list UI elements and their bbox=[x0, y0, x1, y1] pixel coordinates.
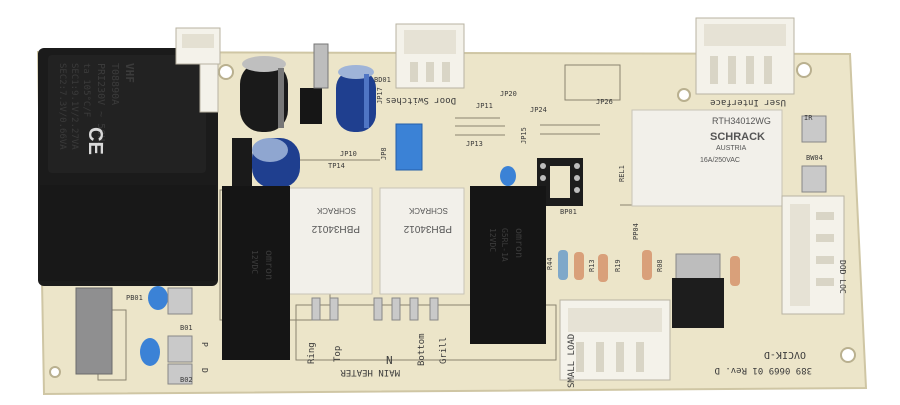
mounting-hole bbox=[840, 347, 856, 363]
mounting-hole bbox=[796, 62, 812, 78]
label-jp24: JP24 bbox=[530, 106, 547, 114]
label-jp17: JP17 bbox=[376, 87, 384, 104]
relay-white-1-brand: SCHRACK bbox=[316, 206, 356, 215]
spade-terminal bbox=[167, 287, 193, 315]
relay-black-2: omron G5RL-1A 12VDC bbox=[470, 186, 546, 344]
label-bw04: BW04 bbox=[806, 154, 823, 162]
capacitor-large bbox=[240, 56, 288, 132]
relay-white-2-brand: SCHRACK bbox=[408, 206, 448, 215]
transformer-brand: VHF bbox=[123, 63, 136, 83]
relay-black-1: omron 12VDC bbox=[222, 186, 290, 360]
label-ir: IR bbox=[804, 114, 813, 122]
label-ring-p: P bbox=[200, 342, 209, 347]
transformer-sec2: SEC2:7.3V/0.66VA bbox=[57, 63, 67, 150]
power-transistor bbox=[672, 253, 724, 328]
transformer-temp: ta 105°C/F bbox=[81, 63, 91, 117]
transformer: VHF T08890A PRI230V ~ 50Hz ta 105°C/F SE… bbox=[38, 48, 218, 286]
mounting-hole bbox=[49, 366, 61, 378]
resistor-group bbox=[558, 250, 740, 286]
label-pp04: PP04 bbox=[632, 223, 640, 240]
mounting-hole bbox=[677, 88, 691, 102]
relay-black-1-brand: omron bbox=[263, 250, 274, 280]
door-switch-connector bbox=[395, 23, 465, 89]
label-jp8: JP8 bbox=[380, 147, 388, 160]
capacitor-blue-1 bbox=[336, 65, 376, 132]
user-interface-connector bbox=[695, 17, 795, 95]
transformer-part: T08890A bbox=[109, 63, 120, 105]
blue-ceramic-cap bbox=[500, 166, 516, 186]
spade-terminal bbox=[801, 165, 827, 193]
resistor-r44: R44 bbox=[546, 257, 554, 270]
label-bottom: Bottom bbox=[417, 333, 427, 366]
label-bp01: BP01 bbox=[560, 208, 577, 216]
mounting-hole bbox=[218, 64, 234, 80]
label-rel1: REL1 bbox=[618, 165, 626, 182]
blue-ceramic-cap bbox=[140, 338, 160, 366]
relay-black-2-model: G5RL-1A bbox=[500, 228, 509, 262]
transformer-primary: PRI230V ~ 50Hz bbox=[95, 63, 106, 147]
label-ring: Ring bbox=[307, 342, 317, 364]
resistor-r13: R13 bbox=[588, 259, 596, 272]
label-pb01: PB01 bbox=[126, 294, 143, 302]
label-jp20: JP20 bbox=[500, 90, 517, 98]
relay-black-2-coil: 12VDC bbox=[488, 228, 497, 252]
relay-large: RTH34012WG SCHRACK AUSTRIA 16A/250VAC bbox=[631, 109, 783, 207]
side-connector bbox=[781, 195, 845, 315]
black-part bbox=[232, 138, 252, 186]
label-jp10: JP10 bbox=[340, 150, 357, 158]
label-user-interface: User Interface bbox=[710, 97, 786, 107]
ce-mark: CE bbox=[84, 127, 106, 155]
top-connector bbox=[175, 27, 221, 113]
relay-black-1-coil: 12VDC bbox=[250, 250, 259, 274]
resistor-r19: R19 bbox=[614, 259, 622, 272]
label-b01: B01 bbox=[180, 324, 193, 332]
relay-large-origin: AUSTRIA bbox=[716, 145, 747, 152]
label-tp14: TP14 bbox=[328, 162, 345, 170]
heater-terminals bbox=[311, 297, 439, 321]
relay-large-part: RTH34012WG bbox=[712, 116, 771, 126]
label-dod-loc: DOD LOC bbox=[838, 260, 847, 294]
relay-white-2-part: PBH34012 bbox=[403, 223, 452, 234]
label-board-rev: 389 0669 01 Rev. D bbox=[714, 365, 812, 375]
relay-white-2: SCHRACK PBH34012 bbox=[379, 187, 465, 295]
gray-capacitor bbox=[75, 287, 113, 375]
label-jp26: JP26 bbox=[596, 98, 613, 106]
regulator-tab bbox=[313, 43, 329, 89]
relay-black-2-brand: omron bbox=[513, 228, 524, 258]
label-bd01: BD01 bbox=[374, 76, 391, 84]
label-jp13: JP13 bbox=[466, 140, 483, 148]
blue-ceramic-cap bbox=[148, 286, 168, 310]
label-small-load: SMALL LOAD bbox=[567, 334, 577, 388]
label-jp11: JP11 bbox=[476, 102, 493, 110]
label-main-heater: MAIN HEATER bbox=[340, 367, 400, 377]
relay-white-1: SCHRACK PBH34012 bbox=[287, 187, 373, 295]
relay-white-1-part: PBH34012 bbox=[311, 223, 360, 234]
resistor-r08: R08 bbox=[656, 259, 664, 272]
label-door-switches: Door Switches bbox=[386, 95, 456, 105]
spade-terminal bbox=[167, 335, 193, 363]
label-jp15: JP15 bbox=[520, 127, 528, 144]
relay-large-rating: 16A/250VAC bbox=[700, 157, 740, 164]
regulator bbox=[300, 88, 322, 124]
label-n: N bbox=[386, 354, 393, 367]
label-ring-d: D bbox=[200, 368, 209, 373]
transformer-sec1: SEC1:9.1V/2.27VA bbox=[69, 63, 79, 150]
label-board-code: OVCIK-D bbox=[764, 349, 806, 360]
capacitor-blue-2 bbox=[252, 138, 300, 188]
relay-large-brand: SCHRACK bbox=[710, 131, 765, 143]
small-load-connector bbox=[559, 299, 671, 381]
film-capacitor bbox=[395, 123, 423, 171]
spade-terminal bbox=[167, 363, 193, 385]
spade-terminal bbox=[801, 115, 827, 143]
label-top: Top bbox=[333, 346, 343, 362]
label-b02: B02 bbox=[180, 376, 193, 384]
label-grill: Grill bbox=[439, 337, 449, 364]
